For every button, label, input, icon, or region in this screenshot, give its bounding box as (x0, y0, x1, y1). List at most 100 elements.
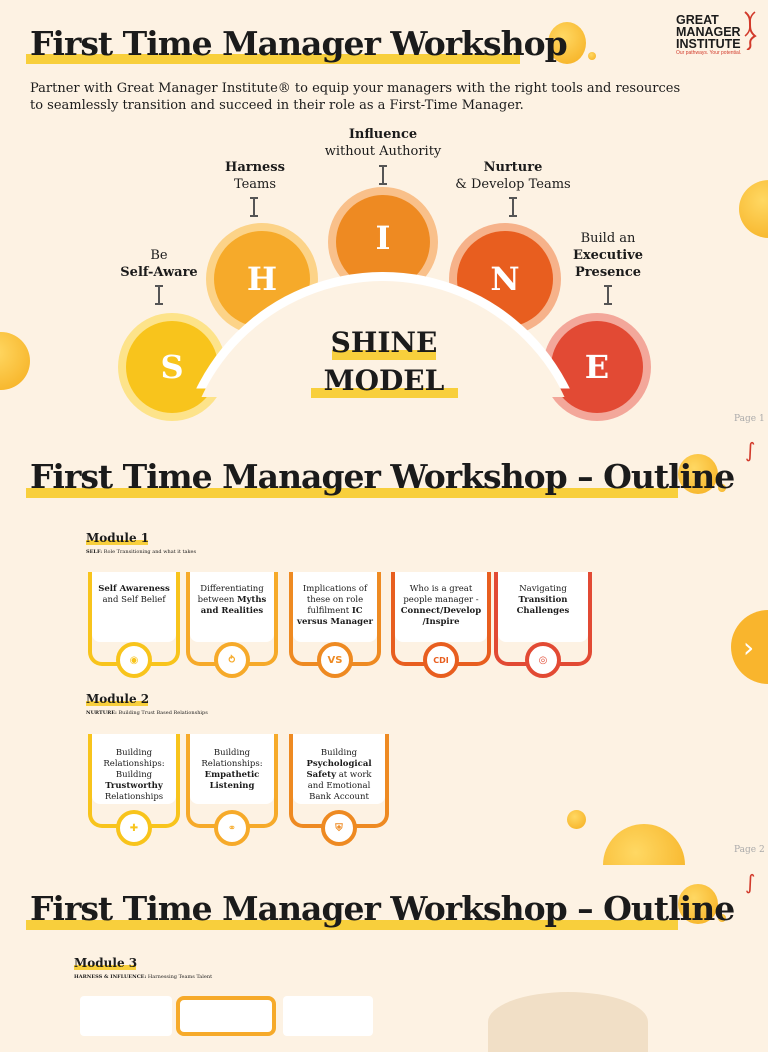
card-text-line: Relationships: (201, 759, 263, 769)
target-icon: ◎ (525, 642, 561, 678)
logo: GREAT MANAGER INSTITUTE Our pathways. Yo… (676, 11, 757, 58)
label-nurture-bold: Nurture (483, 160, 543, 175)
module-3-card-1[interactable] (80, 996, 172, 1036)
decor-dot (718, 484, 726, 492)
card-text-line: Relationships: (103, 759, 165, 769)
chevron-right-icon: › (743, 630, 755, 664)
title-underline-3 (26, 920, 678, 930)
shine-model-line-2: MODEL (323, 364, 445, 397)
title-underline (26, 54, 520, 64)
module-3-underline (74, 965, 136, 970)
card-text-bold: Challenges (516, 606, 570, 616)
card-text-bold: /Inspire (422, 617, 460, 627)
module-3-subtitle: HARNESS & INFLUENCE: Harnessing Teams Ta… (74, 974, 212, 980)
intro-line-2: to seamlessly transition and succeed in … (30, 98, 524, 113)
label-executive: Build an Executive Presence (558, 230, 658, 281)
card-text-bold: and Realities (200, 606, 264, 616)
dna-helix-icon: ∫ (745, 870, 756, 894)
label-executive-bold-2: Presence (574, 265, 642, 280)
shield-icon: ⛨ (321, 810, 357, 846)
page-title: First Time Manager Workshop (30, 24, 568, 63)
module-1-sub-bold: SELF: (86, 549, 103, 555)
connector-influence (379, 165, 387, 185)
decor-blob (678, 884, 718, 924)
module-2-sub-bold: NURTURE: (86, 710, 117, 716)
card-text-line: Bank Account (309, 792, 369, 802)
split-arrow-icon: ⥁ (214, 642, 250, 678)
decor-dot (588, 52, 596, 60)
label-executive-bold-1: Executive (572, 248, 644, 263)
versus-icon: VS (317, 642, 353, 678)
logo-line-3: INSTITUTE (676, 37, 741, 51)
label-nurture: Nurture & Develop Teams (443, 159, 583, 193)
card-text-line: Implications of (302, 584, 368, 594)
outline-title: First Time Manager Workshop – Outline (30, 457, 735, 496)
shine-model-line-1: SHINE (330, 326, 438, 359)
card-text-line: fulfilment (307, 606, 350, 616)
next-page-button[interactable]: › (731, 610, 768, 684)
module-3-card-2[interactable] (176, 996, 276, 1036)
module-2-title: Module 2 (86, 692, 150, 706)
module-1-title: Module 1 (86, 531, 150, 545)
card-text-bold: Transition (518, 595, 568, 605)
decor-blob-left (0, 332, 30, 390)
bulb-icon: ◉ (116, 642, 152, 678)
card-text-line: Building (320, 748, 358, 758)
decor-texture (488, 992, 648, 1052)
card-text-line: these on role (306, 595, 364, 605)
module-1-sub-text: Role Transitioning and what it takes (103, 549, 197, 555)
module-3-card-3[interactable] (283, 996, 373, 1036)
outline-title-page-3: First Time Manager Workshop – Outline (30, 889, 735, 928)
card-text-bold: Connect/Develop (400, 606, 482, 616)
card-text-line: between (197, 595, 235, 605)
dna-helix-icon (744, 11, 757, 50)
card-text-line: Building (213, 748, 251, 758)
card-text-bold: Myths (237, 595, 267, 605)
card-text-line: Differentiating (200, 584, 264, 594)
page-number-2: Page 2 (734, 845, 765, 855)
label-influence: Influence without Authority (298, 126, 468, 160)
card-text-line: and Self Belief (102, 595, 166, 605)
dna-helix-icon: ∫ (745, 438, 756, 462)
connector-self-aware (155, 285, 163, 305)
logo-line-1: GREAT (676, 13, 719, 27)
intro-text: Partner with Great Manager Institute® to… (30, 80, 700, 114)
label-self-aware: Be Self-Aware (109, 247, 209, 281)
page-number-1: Page 1 (734, 414, 765, 424)
card-text-line: Who is a great (409, 584, 473, 594)
connector-nurture (509, 197, 517, 217)
label-self-aware-bold: Self-Aware (120, 265, 198, 280)
label-self-aware-plain: Be (150, 248, 168, 263)
shine-letter-s: S (118, 313, 226, 421)
intro-line-1: Partner with Great Manager Institute® to… (30, 81, 681, 96)
headphones-icon: ⚭ (214, 810, 250, 846)
card-text-line: Relationships (104, 792, 164, 802)
title-underline-2 (26, 488, 678, 498)
card-text-bold: Listening (209, 781, 255, 791)
module-3-title: Module 3 (74, 956, 138, 970)
connector-harness (250, 197, 258, 217)
label-nurture-plain: & Develop Teams (455, 177, 571, 192)
logo-tagline: Our pathways. Your potential. (676, 50, 742, 56)
card-text-line: and Emotional (307, 781, 371, 791)
card-text-bold: versus Manager (297, 617, 373, 627)
logo-line-2: MANAGER (676, 25, 741, 39)
handshake-icon: ✚ (116, 810, 152, 846)
label-harness-plain: Teams (233, 177, 277, 192)
connector-executive (604, 285, 612, 305)
